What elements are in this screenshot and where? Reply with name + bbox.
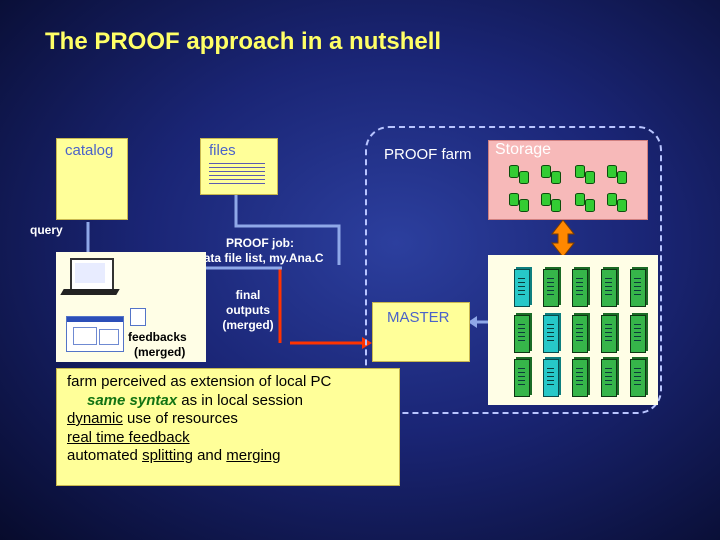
- disk-icon: [585, 171, 595, 184]
- server-icon: [572, 269, 588, 307]
- server-icon: [601, 269, 617, 307]
- disk-icon: [541, 193, 551, 206]
- master-label: MASTER: [387, 309, 450, 326]
- final-arrow-head: [362, 337, 372, 349]
- laptop-keyboard-icon: [60, 289, 120, 295]
- storage-label: Storage: [495, 141, 552, 158]
- disk-icon: [509, 193, 519, 206]
- proof-job-label: PROOF job: data file list, my.Ana.C: [196, 236, 324, 265]
- file-list-icon: [209, 163, 265, 187]
- disk-icon: [617, 199, 627, 212]
- note-line-5: automated splitting and merging: [67, 447, 281, 464]
- server-icon: [514, 315, 530, 353]
- storage-box: Storage: [488, 140, 648, 220]
- server-icon: [601, 315, 617, 353]
- server-icon: [572, 315, 588, 353]
- disk-icon: [551, 171, 561, 184]
- catalog-label: catalog: [65, 142, 114, 159]
- server-icon: [514, 269, 530, 307]
- disk-icon: [575, 193, 585, 206]
- files-box: files: [200, 138, 278, 195]
- disk-icon: [617, 171, 627, 184]
- disk-icon: [519, 199, 529, 212]
- server-icon: [514, 359, 530, 397]
- disk-icon: [541, 165, 551, 178]
- server-icon: [543, 359, 559, 397]
- files-label: files: [209, 142, 236, 159]
- server-icon: [543, 315, 559, 353]
- catalog-box: catalog: [56, 138, 128, 220]
- server-icon: [630, 269, 646, 307]
- disk-icon: [551, 199, 561, 212]
- disk-icon: [607, 165, 617, 178]
- files-to-job-line: [234, 193, 341, 265]
- cluster-arrow-head: [468, 316, 477, 328]
- server-icon: [601, 359, 617, 397]
- disk-icon: [575, 165, 585, 178]
- server-icon: [630, 359, 646, 397]
- disk-icon: [607, 193, 617, 206]
- disk-icon: [509, 165, 519, 178]
- note-line-2: same syntax as in local session: [87, 391, 303, 409]
- note-line-1: farm perceived as extension of local PC: [67, 373, 332, 390]
- feedbacks-label: feedbacks (merged): [128, 330, 187, 359]
- slide-title: The PROOF approach in a nutshell: [45, 28, 442, 55]
- query-label: query: [30, 223, 63, 237]
- server-icon: [543, 269, 559, 307]
- proof-farm-region: [365, 126, 662, 414]
- disk-icon: [585, 199, 595, 212]
- master-box: MASTER: [372, 302, 470, 362]
- note-line-3: dynamic use of resources: [67, 410, 238, 427]
- final-outputs-label: final outputs (merged): [222, 288, 274, 332]
- server-icon: [630, 315, 646, 353]
- summary-notes: farm perceived as extension of local PC …: [56, 368, 400, 486]
- server-icon: [572, 359, 588, 397]
- disk-icon: [519, 171, 529, 184]
- histogram-icon: [130, 308, 146, 326]
- note-line-4: real time feedback: [67, 428, 190, 446]
- feedback-window-icon: [66, 316, 124, 352]
- proof-farm-label: PROOF farm: [384, 146, 472, 163]
- server-cluster: [488, 255, 658, 405]
- laptop-icon: [70, 258, 114, 292]
